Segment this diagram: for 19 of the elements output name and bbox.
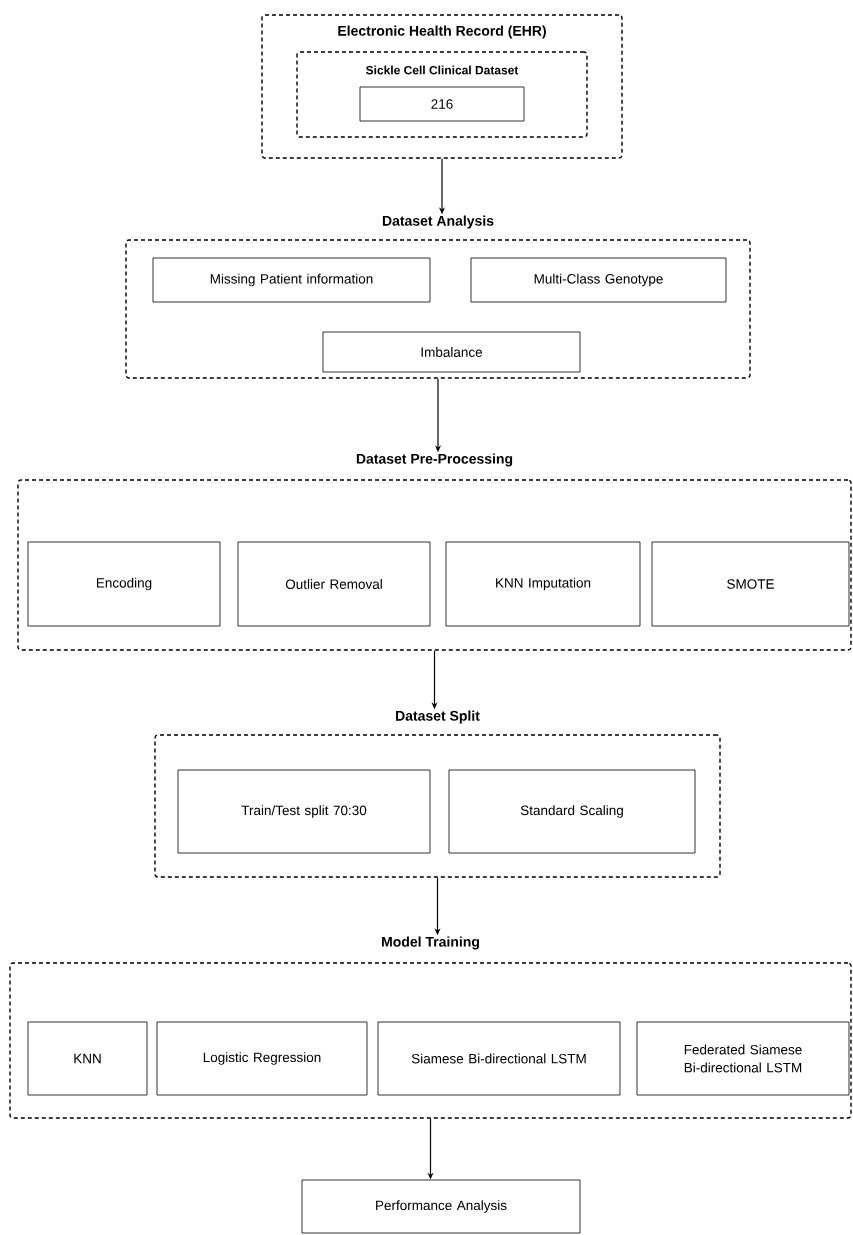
process-box: Logistic Regression	[156, 1021, 368, 1096]
node-label: Dataset Pre-Processing	[356, 453, 513, 467]
process-box: KNN	[27, 1021, 148, 1096]
process-box: Encoding	[27, 541, 221, 627]
process-box: SMOTE	[651, 541, 850, 627]
process-box: Standard Scaling	[448, 769, 696, 854]
node-label: Dataset Split	[396, 710, 480, 724]
process-box: Missing Patient information	[152, 257, 431, 303]
process-box: Performance Analysis	[301, 1179, 581, 1234]
process-box: KNN Imputation	[445, 541, 641, 627]
process-box: Siamese Bi-directional LSTM	[377, 1021, 621, 1096]
node-label: Model Training	[382, 936, 479, 950]
process-box: Multi-Class Genotype	[470, 257, 727, 303]
process-box: Train/Test split 70:30	[177, 769, 431, 854]
process-box: Federated Siamese Bi-directional LSTM	[636, 1021, 850, 1096]
process-box: Outlier Removal	[237, 541, 431, 627]
process-box: Imbalance	[322, 331, 581, 373]
process-box: 216	[359, 86, 525, 122]
node-label: Dataset Analysis	[382, 215, 494, 229]
